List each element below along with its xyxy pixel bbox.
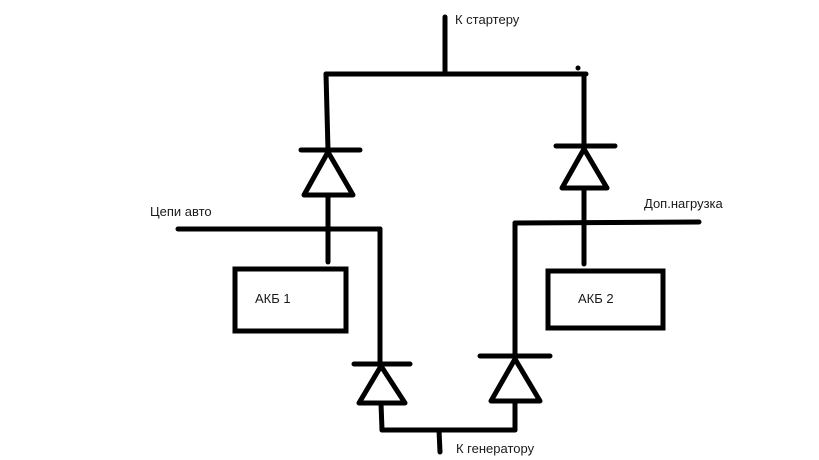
diode-bottom-right	[477, 353, 553, 404]
junction-dot	[575, 65, 581, 71]
diode-triangle	[488, 356, 543, 404]
extra-load-label: Доп.нагрузка	[644, 196, 724, 211]
diode-triangle	[559, 146, 610, 191]
generator-label: К генератору	[456, 441, 535, 456]
battery-2	[545, 268, 666, 331]
extra-load-wire	[512, 219, 702, 226]
diode-top-left	[298, 147, 363, 198]
diode-top-right	[553, 143, 618, 191]
battery-1	[232, 266, 349, 334]
diode-triangle	[356, 363, 408, 406]
left-top-wire	[323, 71, 331, 153]
battery-2-label: АКБ 2	[578, 291, 614, 306]
starter-label: К стартеру	[455, 12, 520, 27]
diode-bottom-left	[351, 361, 413, 406]
bottom-left-wire	[378, 400, 385, 433]
diode-triangle	[301, 149, 356, 198]
car-circuits-label: Цепи авто	[150, 204, 212, 219]
generator-lead	[436, 427, 443, 455]
battery-1-label: АКБ 1	[255, 291, 291, 306]
